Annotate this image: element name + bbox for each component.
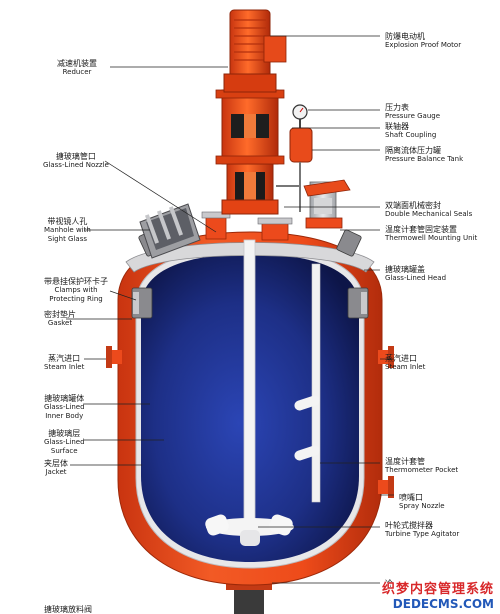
leader-lines — [66, 35, 394, 584]
thermometer-pocket — [294, 263, 321, 503]
label-steam-inlet-right: 蒸汽进口 Steam Inlet — [385, 354, 426, 371]
label-thermowell-unit: 温度计套管固定装置 Thermowell Mounting Unit — [385, 225, 478, 242]
watermark: 织梦内容管理系统 DEDECMS.COM — [382, 578, 494, 611]
watermark-line2: DEDECMS.COM — [392, 597, 494, 611]
head-nozzles — [201, 211, 293, 241]
drive-column — [221, 161, 279, 215]
pressure-balance-tank — [276, 127, 313, 212]
label-bottom-partial: 冷 — [385, 579, 393, 588]
label-discharge-valve: 搪玻璃放料阀 — [44, 605, 92, 614]
label-steam-inlet-left: 蒸汽进口 Steam Inlet — [44, 354, 85, 371]
label-jacket: 夹层体 Jacket — [44, 459, 68, 476]
agitator-shaft — [243, 239, 256, 531]
label-pressure-gauge: 压力表 Pressure Gauge — [385, 103, 441, 120]
label-thermometer-pocket: 温度计套管 Thermometer Pocket — [385, 457, 459, 474]
label-spray-nozzle: 喷嘴口 Spray Nozzle — [399, 493, 445, 510]
spray-nozzle-pipe — [378, 476, 394, 498]
label-reducer: 减速机装置 Reducer — [57, 59, 97, 76]
head-flange — [125, 242, 375, 273]
turbine-agitator — [205, 514, 294, 546]
pressure-gauge — [292, 104, 308, 128]
label-glass-head: 搪玻璃罐盖 Glass-Lined Head — [385, 265, 447, 282]
label-double-seals: 双端面机械密封 Double Mechanical Seals — [385, 201, 473, 218]
thermowell-mounting — [303, 179, 351, 229]
label-shaft-coupling: 联轴器 Shaft Coupling — [385, 122, 437, 139]
label-pressure-tank: 隔离流体压力罐 Pressure Balance Tank — [385, 146, 464, 163]
manhole-sight-glass — [139, 203, 201, 259]
watermark-line1: 织梦内容管理系统 — [381, 582, 494, 597]
label-inner-body: 搪玻璃罐体 Glass-Lined Inner Body — [44, 394, 85, 420]
steam-inlet-left-pipe — [106, 346, 122, 368]
label-glass-nozzle: 搪玻璃管口 Glass-Lined Nozzle — [43, 152, 109, 169]
label-explosion-motor: 防爆电动机 Explosion Proof Motor — [385, 32, 462, 49]
explosion-proof-motor — [223, 9, 287, 93]
label-glass-surface: 搪玻璃层 Glass-Lined Surface — [44, 429, 85, 455]
reducer-unit — [215, 89, 285, 165]
label-turbine-agitator: 叶轮式搅拌器 Turbine Type Agitator — [385, 521, 460, 538]
label-manhole: 带视镜人孔 Manhole with Sight Glass — [44, 217, 91, 243]
label-gasket: 密封垫片 Gasket — [44, 310, 76, 327]
steam-inlet-right-pipe — [378, 346, 394, 368]
label-clamps: 带悬挂保护环卡子 Clamps with Protecting Ring — [44, 277, 108, 303]
